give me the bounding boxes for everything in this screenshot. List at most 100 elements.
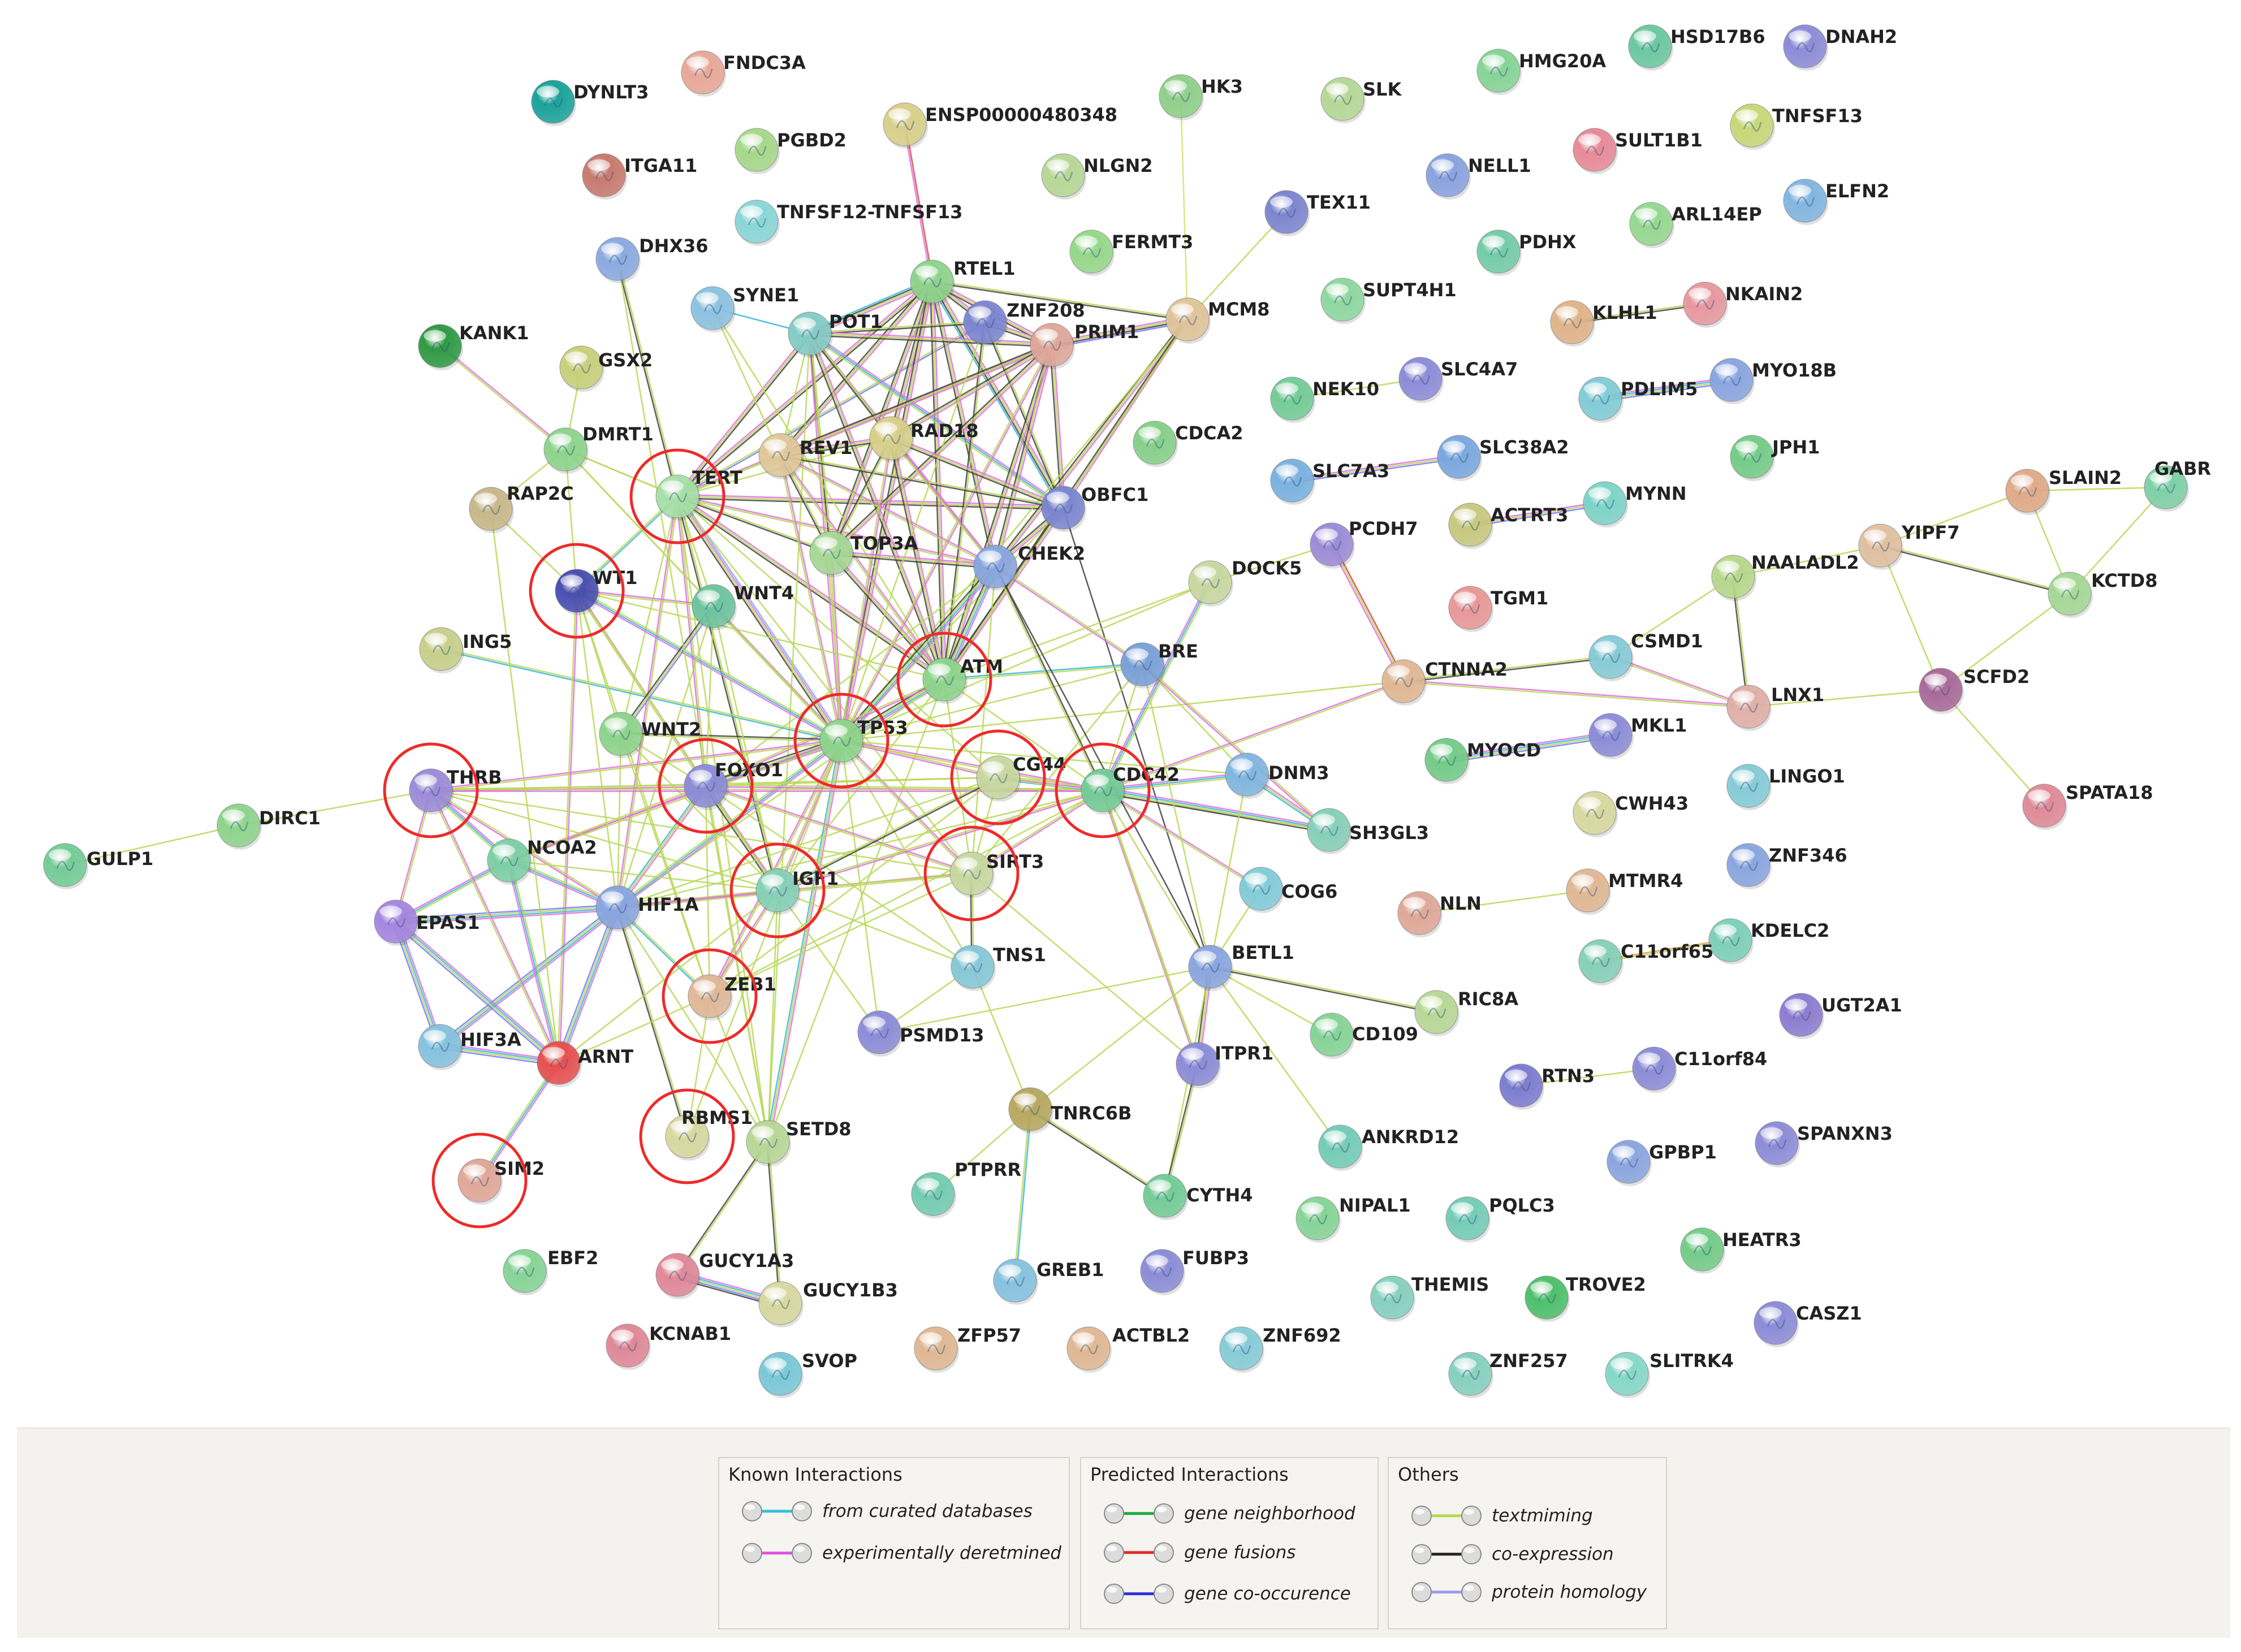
node-nln[interactable]	[1397, 891, 1443, 937]
node-pqlc3[interactable]	[1445, 1196, 1491, 1243]
node-nipal1[interactable]	[1296, 1196, 1341, 1243]
node-hk3[interactable]	[1159, 74, 1204, 120]
node-kank1[interactable]	[418, 324, 463, 370]
node-mkl1[interactable]	[1588, 713, 1634, 759]
node-sh3gl3[interactable]	[1307, 808, 1352, 854]
node-dmrt1[interactable]	[543, 427, 589, 474]
node-thrb[interactable]	[409, 768, 454, 815]
node-prim1[interactable]	[1030, 323, 1075, 369]
node-kdelc2[interactable]	[1708, 918, 1754, 965]
node-hmg20a[interactable]	[1476, 49, 1522, 95]
node-obfc1[interactable]	[1041, 486, 1086, 532]
node-dirc1[interactable]	[217, 803, 262, 850]
node-nlgn2[interactable]	[1041, 153, 1086, 200]
node-znf692[interactable]	[1219, 1326, 1264, 1373]
node-casz1[interactable]	[1754, 1301, 1799, 1347]
node-ric8a[interactable]	[1414, 990, 1460, 1036]
node-cog6[interactable]	[1239, 867, 1284, 913]
node-itpr1[interactable]	[1176, 1042, 1221, 1088]
node-gucy1b3[interactable]	[758, 1281, 804, 1327]
node-slc7a3[interactable]	[1270, 459, 1315, 505]
node-trove2[interactable]	[1525, 1275, 1570, 1322]
node-wt1[interactable]	[555, 569, 600, 615]
node-rtn3[interactable]	[1499, 1063, 1544, 1110]
node-myo18b[interactable]	[1709, 358, 1755, 404]
node-dock5[interactable]	[1188, 560, 1233, 607]
node-mcm8[interactable]	[1165, 297, 1211, 344]
node-ankrd12[interactable]	[1318, 1125, 1363, 1171]
node-ing5[interactable]	[419, 627, 464, 673]
node-actbl2[interactable]	[1066, 1326, 1112, 1373]
node-scfd2[interactable]	[1919, 668, 1964, 714]
node-itga11[interactable]	[582, 153, 627, 200]
node-dhx36[interactable]	[595, 237, 641, 283]
node-dynlt3[interactable]	[531, 80, 576, 126]
node-pgbd2[interactable]	[735, 128, 780, 174]
node-gucy1a3[interactable]	[655, 1253, 701, 1299]
node-tns1[interactable]	[951, 945, 996, 991]
node-ebf2[interactable]	[503, 1249, 548, 1295]
node-ncoa2[interactable]	[487, 838, 532, 885]
node-tnfsf13[interactable]	[1730, 103, 1775, 150]
node-spanxn3[interactable]	[1755, 1121, 1800, 1167]
node-cd109[interactable]	[1310, 1013, 1355, 1059]
node-setd8[interactable]	[746, 1120, 791, 1166]
node-mtmr4[interactable]	[1566, 868, 1611, 915]
node-igf1[interactable]	[755, 868, 801, 915]
node-slk[interactable]	[1320, 77, 1366, 123]
node-lnx1[interactable]	[1726, 685, 1772, 731]
node-arl14ep[interactable]	[1629, 202, 1674, 248]
node-znf257[interactable]	[1448, 1352, 1493, 1398]
node-dnm3[interactable]	[1225, 753, 1270, 799]
node-tgm1[interactable]	[1448, 586, 1493, 632]
node-elfn2[interactable]	[1783, 179, 1828, 225]
node-yipf7[interactable]	[1858, 524, 1903, 570]
node-gpbp1[interactable]	[1607, 1140, 1652, 1186]
node-pdlim5[interactable]	[1578, 377, 1623, 423]
node-nell1[interactable]	[1426, 153, 1471, 200]
node-bre[interactable]	[1120, 642, 1165, 689]
node-ptprr[interactable]	[911, 1172, 956, 1218]
node-cyth4[interactable]	[1143, 1174, 1188, 1220]
node-psmd13[interactable]	[857, 1010, 903, 1057]
node-hsd17b6[interactable]	[1628, 24, 1673, 71]
node-themis[interactable]	[1370, 1275, 1415, 1322]
node-jph1[interactable]	[1730, 435, 1775, 481]
node-sult1b1[interactable]	[1573, 128, 1618, 174]
node-csmd1[interactable]	[1588, 635, 1634, 681]
node-rap2c[interactable]	[469, 487, 514, 533]
node-gsx2[interactable]	[559, 345, 604, 392]
node-epas1[interactable]	[374, 899, 419, 946]
node-rbms1[interactable]	[665, 1114, 710, 1161]
node-rev1[interactable]	[758, 433, 804, 479]
node-ugt2a1[interactable]	[1779, 993, 1824, 1039]
node-actrt3[interactable]	[1448, 503, 1493, 549]
node-slc38a2[interactable]	[1437, 435, 1482, 481]
node-wnt2[interactable]	[599, 712, 644, 758]
node-cwh43[interactable]	[1573, 791, 1618, 837]
node-svop[interactable]	[758, 1352, 804, 1398]
node-mynn[interactable]	[1583, 481, 1628, 527]
node-wnt4[interactable]	[692, 584, 737, 630]
node-pcdh7[interactable]	[1310, 522, 1355, 569]
node-tex11[interactable]	[1264, 190, 1310, 236]
node-zeb1[interactable]	[688, 974, 733, 1020]
node-sirt3[interactable]	[949, 851, 995, 898]
node-klhl1[interactable]	[1550, 300, 1595, 347]
node-slc4a7[interactable]	[1398, 357, 1444, 403]
node-gabr[interactable]	[2144, 465, 2189, 512]
node-slain2[interactable]	[2005, 469, 2050, 515]
node-cdca2[interactable]	[1133, 421, 1178, 467]
node-betl1[interactable]	[1188, 945, 1233, 991]
node-kctd8[interactable]	[2048, 572, 2093, 618]
node-pot1[interactable]	[788, 312, 833, 358]
node-foxo1[interactable]	[684, 764, 729, 810]
node-hif3a[interactable]	[418, 1024, 463, 1070]
node-myocd[interactable]	[1424, 738, 1470, 784]
node-rtel1[interactable]	[910, 260, 955, 306]
node-fermt3[interactable]	[1069, 230, 1115, 276]
node-rad18[interactable]	[869, 416, 914, 462]
node-znf208[interactable]	[963, 300, 1008, 347]
node-cg44[interactable]	[976, 755, 1021, 802]
node-tnrc6b[interactable]	[1008, 1087, 1053, 1134]
